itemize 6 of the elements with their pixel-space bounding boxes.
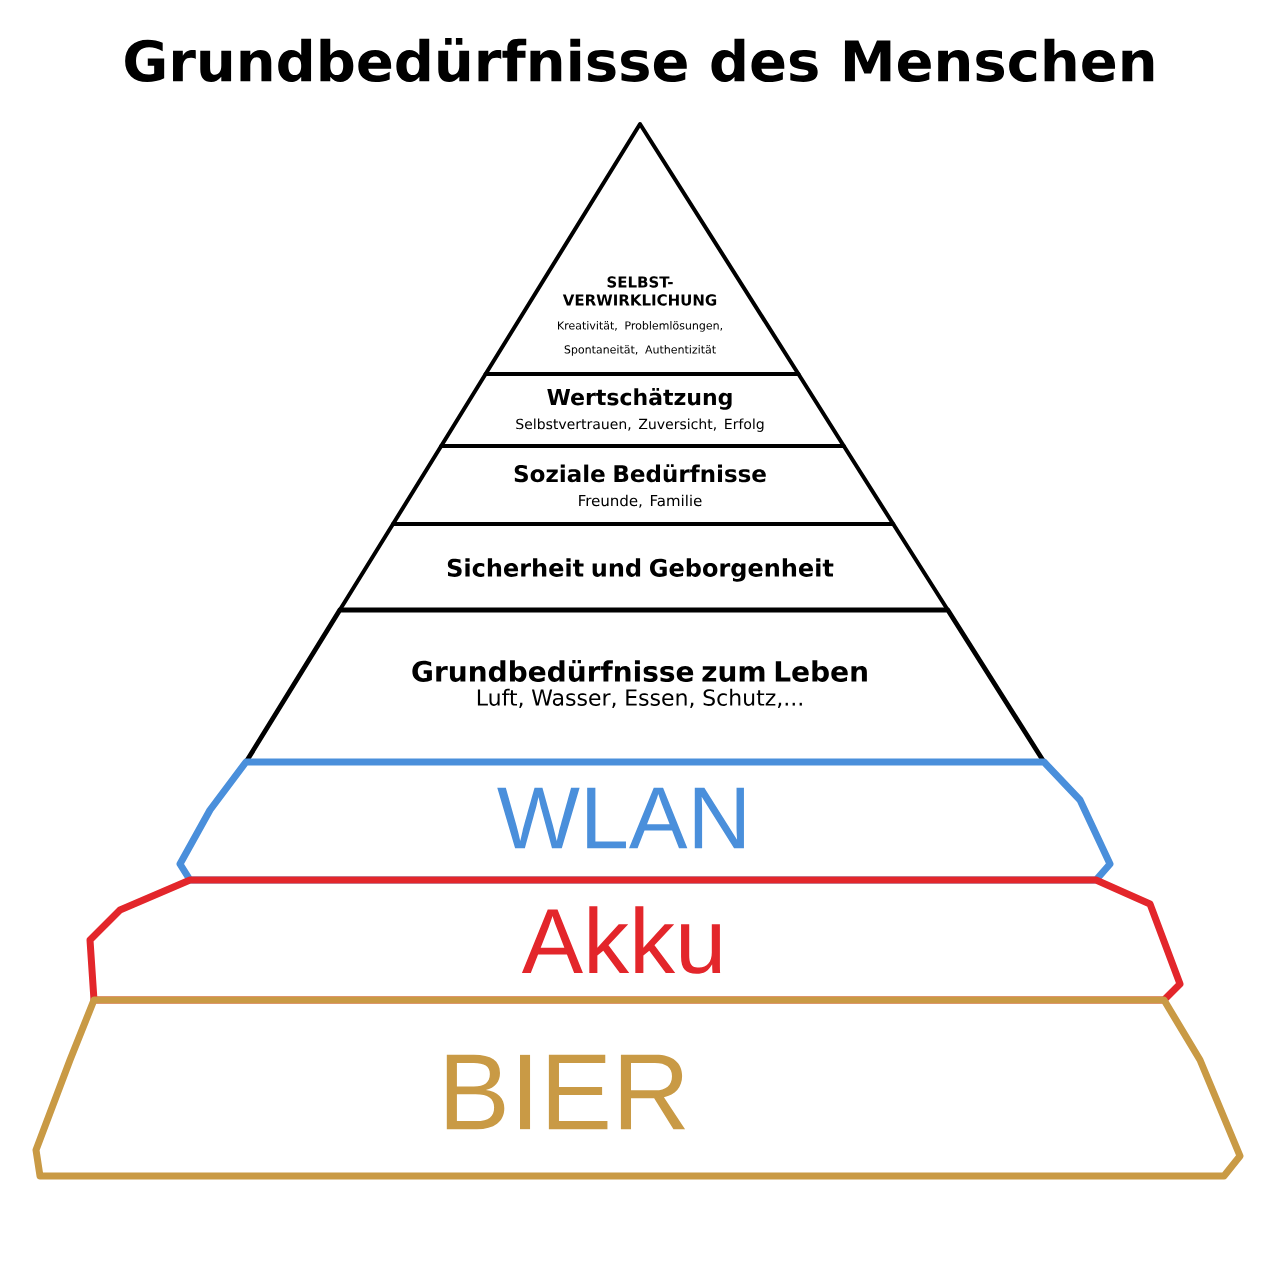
- hand-drawn-level: BIER: [32, 996, 1244, 1180]
- pyramid-level: Sicherheit und Geborgenheit: [337, 522, 950, 612]
- title: Grundbedürfnisse des Menschen: [125, 37, 1154, 83]
- hand-drawn-level: Akku: [86, 876, 1184, 1004]
- hand-drawn-level: WLAN: [176, 758, 1114, 884]
- pyramid-level: Grundbedürfnisse zum Leben Luft, Wasser, Essen, Schutz,...: [243, 607, 1047, 765]
